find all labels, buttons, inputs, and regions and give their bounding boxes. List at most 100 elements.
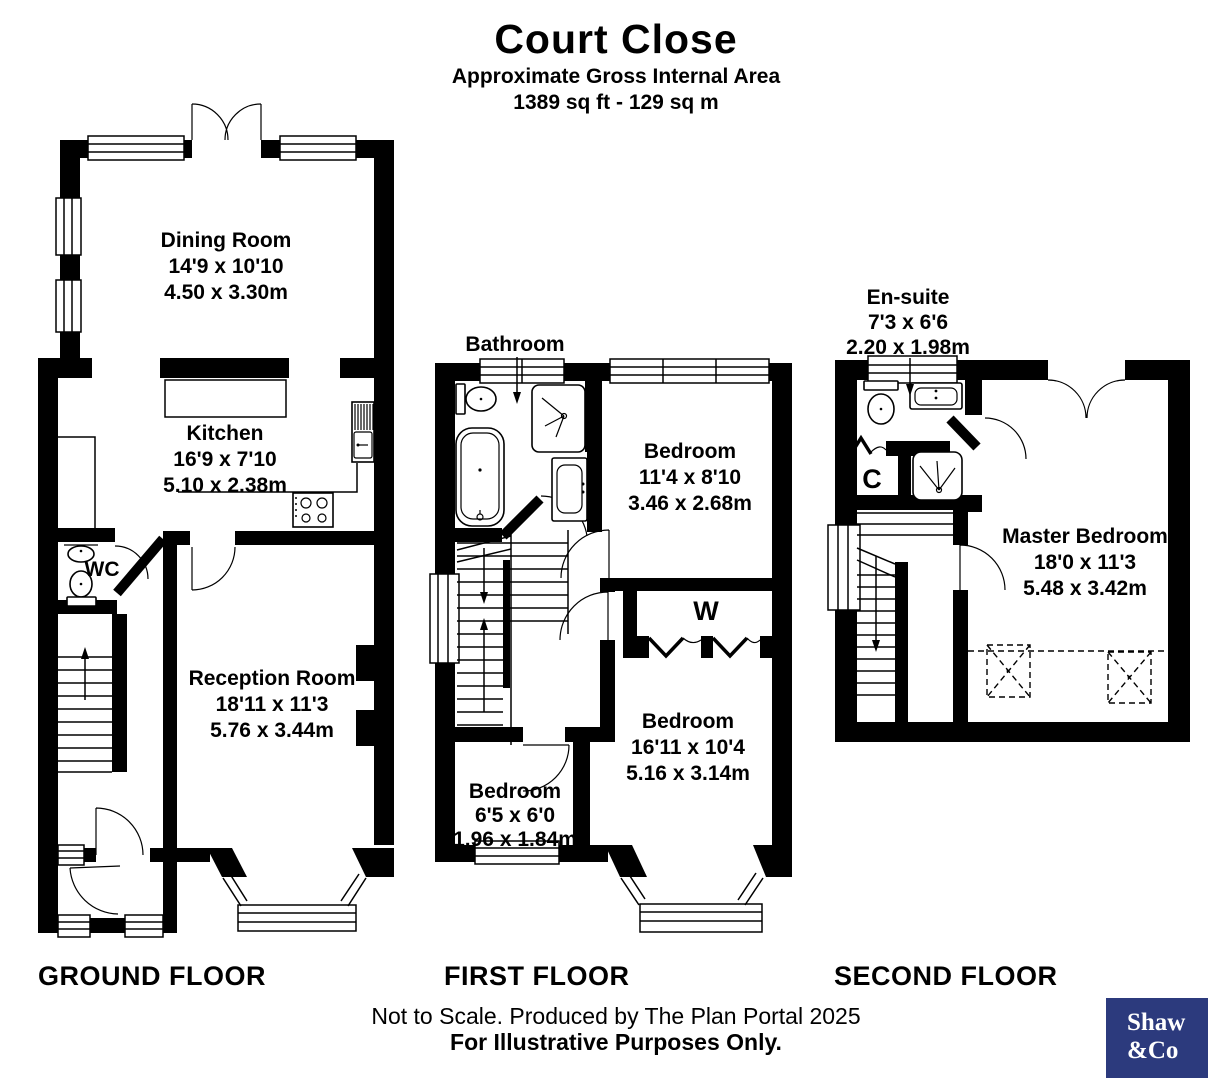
bedroom3-label: Bedroom bbox=[469, 780, 561, 803]
dining-room-label: Dining Room bbox=[161, 229, 292, 252]
bedroom1-metric: 3.46 x 2.68m bbox=[628, 492, 752, 515]
ensuite-callout bbox=[906, 358, 914, 396]
worktop-edge bbox=[178, 463, 358, 493]
wc-label: WC bbox=[85, 558, 120, 581]
footer-illustrative: For Illustrative Purposes Only. bbox=[450, 1029, 782, 1055]
kitchen-label: Kitchen bbox=[186, 422, 263, 445]
front-door bbox=[95, 807, 144, 856]
master-bedroom-metric: 5.48 x 3.42m bbox=[1023, 577, 1147, 600]
french-door-leaves bbox=[191, 104, 262, 140]
master-bedroom-details bbox=[968, 644, 1168, 704]
ground-floor-plan: Dining Room 14'9 x 10'10 4.50 x 3.30m Ki… bbox=[38, 103, 394, 938]
ground-floor-doors bbox=[69, 103, 262, 915]
bathroom-fixtures bbox=[455, 383, 588, 527]
bay-window bbox=[237, 904, 357, 932]
kitchen-imperial: 16'9 x 7'10 bbox=[173, 448, 276, 471]
second-floor-windows bbox=[827, 355, 958, 611]
wc-sink bbox=[64, 544, 98, 563]
reception-room-metric: 5.76 x 3.44m bbox=[210, 719, 334, 742]
skylight bbox=[1107, 651, 1152, 704]
pantry-unit bbox=[58, 436, 96, 528]
cupboard-label: C bbox=[862, 464, 882, 494]
page-subtitle: Approximate Gross Internal Area bbox=[451, 65, 781, 88]
first-floor-doors bbox=[522, 495, 761, 792]
bathroom-arrow bbox=[513, 392, 521, 404]
wc-fixtures bbox=[64, 544, 98, 607]
shower bbox=[531, 384, 586, 453]
bedroom2-door bbox=[559, 591, 609, 641]
ground-floor-walls bbox=[38, 140, 394, 933]
bedroom3-metric: 1.96 x 1.84m bbox=[453, 828, 577, 851]
first-floor-walls bbox=[435, 363, 792, 877]
wardrobe-label: W bbox=[693, 596, 719, 626]
stairs-up-arrow bbox=[81, 647, 89, 659]
hob bbox=[292, 492, 334, 528]
second-floor-doors bbox=[849, 379, 1126, 591]
second-floor-plan: En-suite 7'3 x 6'6 2.20 x 1.98m C Master… bbox=[827, 286, 1190, 742]
master-door bbox=[959, 544, 1006, 591]
kitchen-sink bbox=[351, 401, 375, 463]
ensuite-door bbox=[984, 417, 1027, 460]
kitchen-metric: 5.10 x 2.38m bbox=[163, 474, 287, 497]
stairs-down-arrow bbox=[872, 640, 880, 652]
french-door-arcs bbox=[191, 103, 262, 141]
reception-room-label: Reception Room bbox=[189, 667, 356, 690]
dining-room-imperial: 14'9 x 10'10 bbox=[168, 255, 283, 278]
hall-diagonal-wall bbox=[113, 535, 167, 597]
bathroom-sink bbox=[551, 457, 588, 522]
ground-floor-title: GROUND FLOOR bbox=[38, 961, 266, 991]
skylight bbox=[986, 644, 1031, 698]
ensuite-metric: 2.20 x 1.98m bbox=[846, 336, 970, 359]
bathroom-label: Bathroom bbox=[465, 333, 564, 356]
bedroom2-label: Bedroom bbox=[642, 710, 734, 733]
page-title: Court Close bbox=[494, 16, 738, 62]
ensuite-imperial: 7'3 x 6'6 bbox=[868, 311, 948, 334]
cupboard-bifold-door bbox=[849, 434, 873, 455]
first-floor-plan: Bathroom Bedroom 11'4 x 8'10 3.46 x 2.68… bbox=[429, 333, 792, 933]
bedroom1-imperial: 11'4 x 8'10 bbox=[639, 466, 741, 489]
shower bbox=[912, 451, 963, 501]
logo-line1: Shaw bbox=[1127, 1009, 1186, 1036]
first-floor-windows bbox=[429, 358, 770, 933]
master-bedroom-imperial: 18'0 x 11'3 bbox=[1034, 551, 1136, 574]
first-floor-title: FIRST FLOOR bbox=[444, 961, 630, 991]
footer-disclaimer: Not to Scale. Produced by The Plan Porta… bbox=[371, 1003, 861, 1029]
logo-line2: &Co bbox=[1127, 1037, 1179, 1064]
bedroom2-imperial: 16'11 x 10'4 bbox=[631, 736, 745, 759]
stairs-up-arrow bbox=[480, 618, 488, 630]
bedroom2-metric: 5.16 x 3.14m bbox=[626, 762, 750, 785]
ensuite-sink bbox=[909, 382, 963, 410]
reception-door bbox=[191, 546, 236, 591]
ensuite-fixtures bbox=[863, 380, 963, 501]
toilet bbox=[863, 380, 899, 425]
bedroom1-label: Bedroom bbox=[644, 440, 736, 463]
balcony-double-doors bbox=[1047, 379, 1126, 419]
gross-internal-area: 1389 sq ft - 129 sq m bbox=[513, 91, 719, 114]
reception-room-imperial: 18'11 x 11'3 bbox=[216, 693, 329, 716]
kitchen-fixtures bbox=[58, 379, 375, 528]
ensuite-diagonal-wall bbox=[946, 415, 981, 451]
bedroom3-imperial: 6'5 x 6'0 bbox=[475, 804, 555, 827]
kitchen-counter bbox=[164, 379, 287, 418]
bay-corner-right bbox=[352, 848, 394, 877]
bay-corner-left bbox=[207, 848, 247, 877]
wc-door bbox=[114, 545, 149, 580]
ground-floor-windows bbox=[55, 135, 367, 938]
toilet bbox=[455, 383, 497, 415]
wc-toilet bbox=[66, 570, 97, 607]
ensuite-arrow bbox=[906, 384, 914, 396]
dining-room-metric: 4.50 x 3.30m bbox=[164, 281, 288, 304]
bedroom3-door bbox=[522, 744, 570, 792]
ensuite-label: En-suite bbox=[867, 286, 950, 309]
master-bedroom-label: Master Bedroom bbox=[1002, 525, 1168, 548]
wardrobe-bifold-doors bbox=[647, 636, 749, 659]
ground-floor-stairs bbox=[58, 647, 112, 773]
second-floor-title: SECOND FLOOR bbox=[834, 961, 1058, 991]
bathroom-callout bbox=[513, 357, 521, 404]
shaw-co-logo: Shaw &Co bbox=[1106, 998, 1208, 1078]
first-floor-stairs bbox=[456, 530, 569, 745]
stairs-down-arrow bbox=[480, 592, 488, 604]
bath bbox=[455, 427, 505, 527]
bay-window bbox=[639, 903, 763, 933]
